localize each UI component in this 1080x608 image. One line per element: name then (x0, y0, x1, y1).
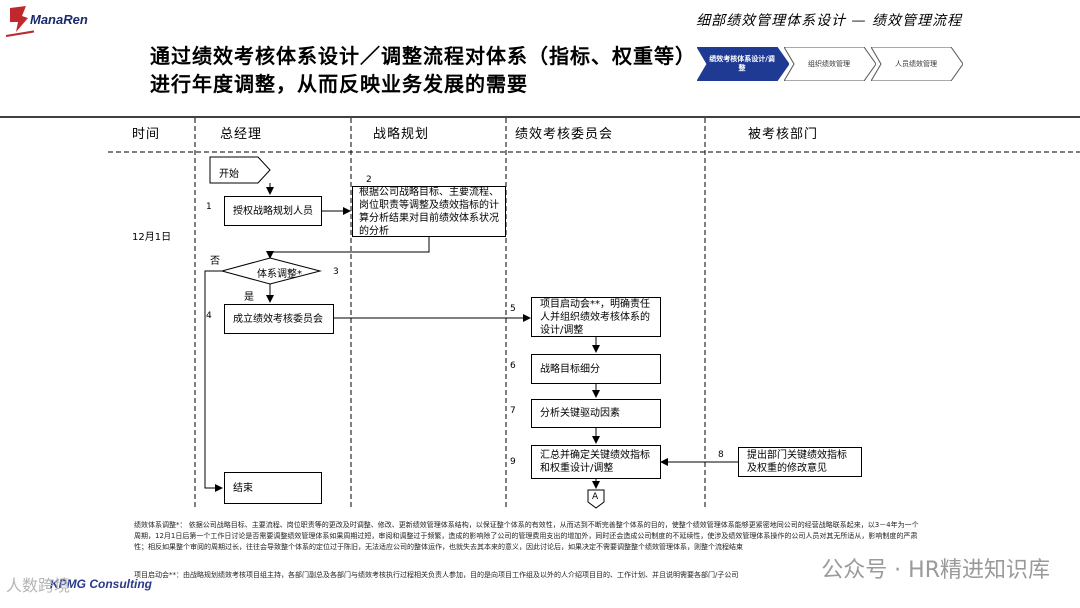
process-box-form-committee: 成立绩效考核委员会 (224, 304, 334, 334)
process-box-kickoff: 项目启动会**，明确责任人并组织绩效考核体系的设计/调整 (531, 297, 661, 337)
logo-text: ManaRen (30, 12, 88, 27)
tab-staff-performance-label: 人员绩效管理 (895, 59, 937, 68)
process-box-key-drivers: 分析关键驱动因素 (531, 399, 661, 428)
start-shape (209, 156, 271, 184)
process-box-department-feedback: 提出部门关键绩效指标及权重的修改意见 (738, 447, 862, 477)
header-title: 细部绩效管理体系设计 — 绩效管理流程 (696, 13, 962, 29)
footer-brand: KPMG Consulting (50, 577, 152, 591)
tab-org-performance[interactable]: 组织绩效管理 (784, 47, 876, 81)
decision-label: 体系调整* (257, 269, 302, 280)
step-number: 8 (718, 450, 724, 460)
tab-org-performance-label: 组织绩效管理 (808, 59, 850, 68)
process-box-text: 根据公司战略目标、主要流程、岗位职责等调整及绩效指标的计算分析结果对目前绩效体系… (359, 186, 499, 237)
step-number: 9 (510, 457, 516, 467)
tab-system-design-label: 绩效考核体系设计/调整 (709, 55, 775, 72)
process-box-text: 汇总并确定关键绩效指标和权重设计/调整 (540, 450, 650, 474)
process-box-text: 分析关键驱动因素 (540, 408, 620, 419)
page-title: 通过绩效考核体系设计／调整流程对体系（指标、权重等）进行年度调整，从而反映业务发… (150, 44, 686, 96)
lane-header-strategy: 战略规划 (373, 127, 430, 142)
step-number: 3 (333, 267, 339, 277)
process-box-text: 提出部门关键绩效指标及权重的修改意见 (747, 450, 847, 474)
footnote-kickoff-meeting: 项目启动会**：由战略规划绩效考核项目组主持，各部门副总及各部门与绩效考核执行过… (134, 571, 739, 579)
process-box-text: 战略目标细分 (540, 363, 600, 375)
date-label: 12月1日 (132, 232, 172, 243)
process-box-analysis: 根据公司战略目标、主要流程、岗位职责等调整及绩效指标的计算分析结果对目前绩效体系… (352, 186, 506, 237)
step-number: 1 (206, 202, 212, 212)
decision-no-label: 否 (210, 256, 220, 267)
connector-label: A (592, 492, 599, 502)
process-box-text: 项目启动会**，明确责任人并组织绩效考核体系的设计/调整 (540, 298, 650, 336)
end-label: 结束 (233, 482, 253, 494)
watermark: 公众号 · HR精进知识库 (821, 558, 1050, 583)
process-box-summarize: 汇总并确定关键绩效指标和权重设计/调整 (531, 445, 661, 479)
lane-header-time: 时间 (132, 127, 161, 142)
end-box: 结束 (224, 472, 322, 504)
process-box-authorize: 授权战略规划人员 (224, 196, 322, 226)
step-number: 6 (510, 361, 516, 371)
watermark-left: 人数跨境 (6, 576, 71, 595)
step-number: 7 (510, 406, 516, 416)
logo (4, 2, 104, 42)
tab-staff-performance[interactable]: 人员绩效管理 (871, 47, 963, 81)
step-number: 2 (366, 175, 372, 185)
process-box-strategy-breakdown: 战略目标细分 (531, 354, 661, 384)
lane-header-committee: 绩效考核委员会 (515, 127, 614, 142)
step-number: 4 (206, 311, 212, 321)
process-box-text: 成立绩效考核委员会 (233, 313, 323, 325)
tab-system-design[interactable]: 绩效考核体系设计/调整 (697, 47, 789, 81)
footnote-system-adjustment: 绩效体系调整*： 依据公司战略目标、主要流程、岗位职责等的更改及时调整、修改、更… (134, 521, 919, 551)
lane-header-ceo: 总经理 (220, 127, 263, 142)
decision-yes-label: 是 (244, 292, 254, 303)
start-label: 开始 (219, 169, 239, 180)
step-number: 5 (510, 304, 516, 314)
process-box-text: 授权战略规划人员 (233, 205, 313, 217)
connector-shape (587, 489, 605, 509)
lane-header-assessed: 被考核部门 (748, 127, 819, 142)
